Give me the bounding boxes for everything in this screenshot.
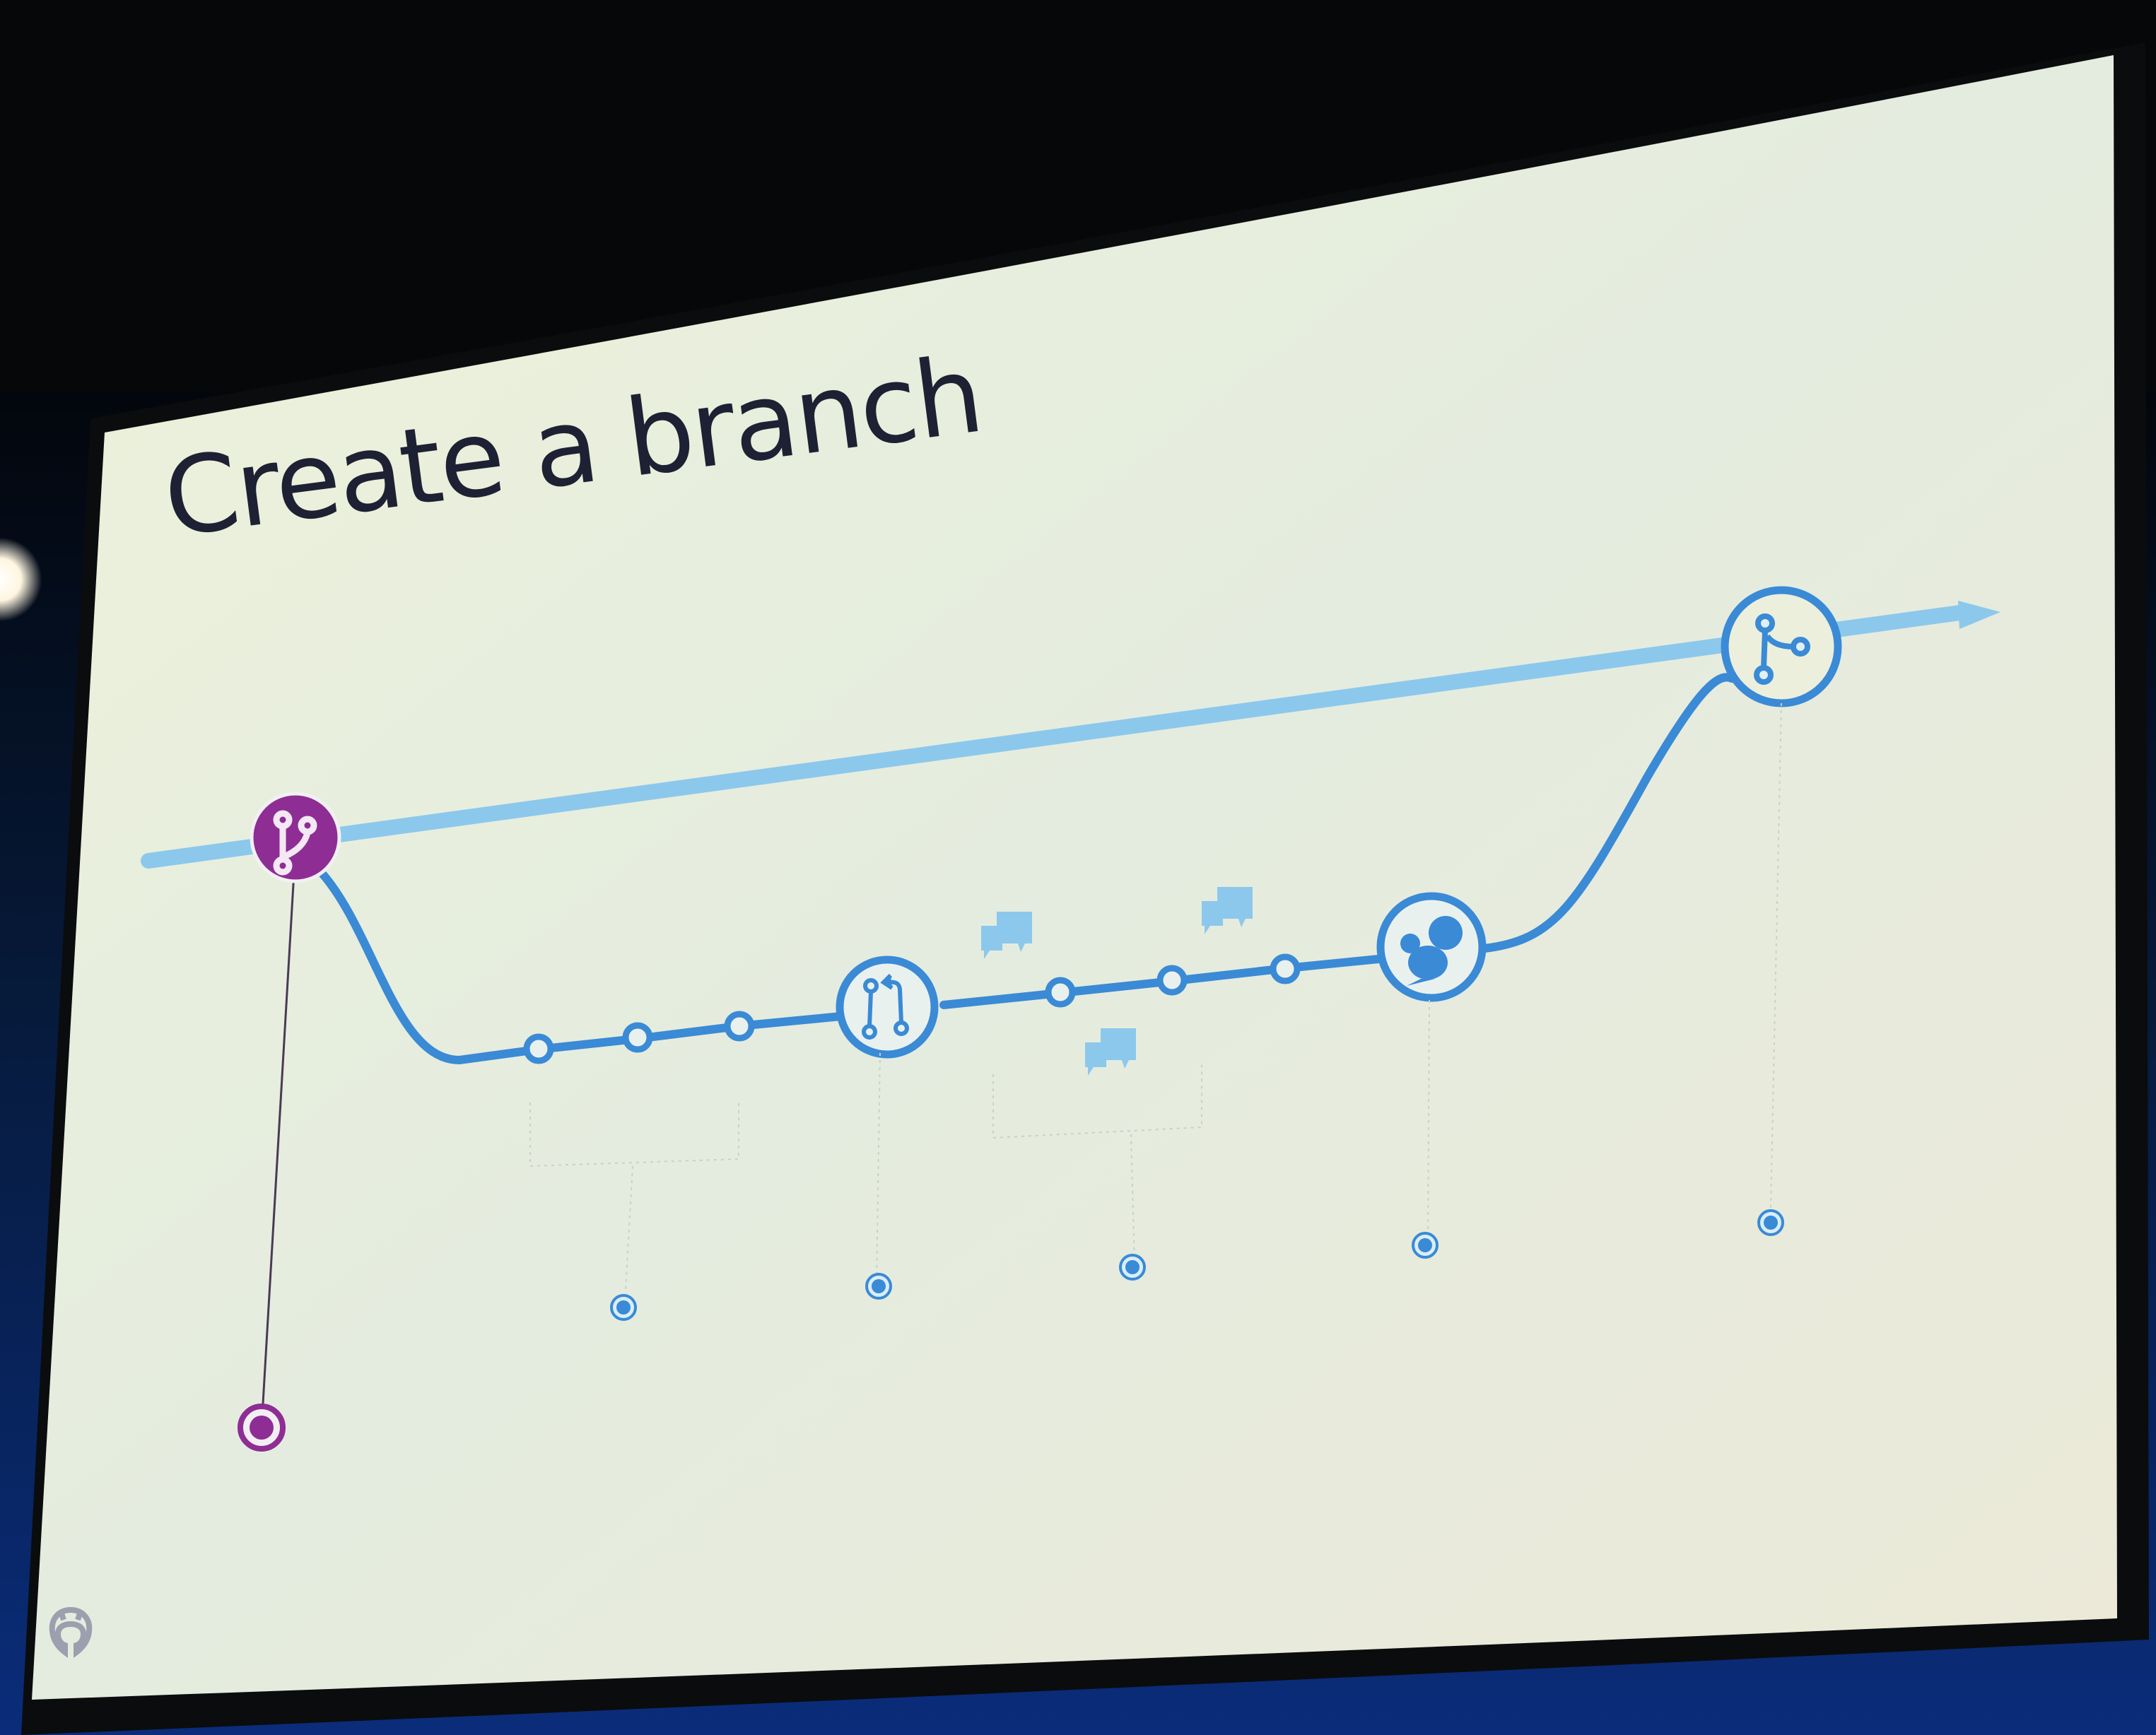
- step-marker-2: [610, 1294, 637, 1321]
- commit-node: [724, 1011, 755, 1042]
- git-merge-icon: [1754, 613, 1810, 685]
- comment-discussion-icon: [981, 912, 1032, 959]
- commit-node: [1045, 977, 1076, 1008]
- slide-surface: [32, 55, 2117, 1700]
- deploy-node[interactable]: [1376, 892, 1487, 1002]
- commit-node: [1156, 965, 1188, 996]
- commit-node: [523, 1033, 554, 1064]
- comment-discussion-icon: [1202, 887, 1253, 934]
- git-branch-icon: [273, 810, 317, 876]
- commit-node: [1270, 953, 1301, 984]
- step-marker-5: [1412, 1232, 1439, 1259]
- squirrel-icon: [1400, 916, 1463, 986]
- step-marker-1: [238, 1404, 286, 1452]
- right-arrow-icon: [1958, 601, 2000, 629]
- step-marker-3: [865, 1273, 892, 1300]
- commit-node: [622, 1022, 653, 1053]
- github-octocat-icon: [49, 1606, 93, 1659]
- master-branch-line: [141, 601, 2000, 869]
- branch-node[interactable]: [250, 792, 341, 1428]
- step-marker-6: [1757, 1209, 1784, 1236]
- pull-request-node[interactable]: [836, 955, 939, 1059]
- step-marker-4: [1119, 1254, 1146, 1281]
- comment-icons: [981, 887, 1253, 1076]
- git-pull-request-icon: [862, 973, 909, 1040]
- commit-nodes-before-pr: [523, 1011, 755, 1064]
- step-markers[interactable]: [238, 1209, 1784, 1452]
- commit-nodes-after-pr: [1045, 953, 1301, 1008]
- comment-discussion-icon: [1085, 1028, 1136, 1076]
- merge-node[interactable]: [1721, 586, 1842, 707]
- step-connectors: [529, 702, 1782, 1290]
